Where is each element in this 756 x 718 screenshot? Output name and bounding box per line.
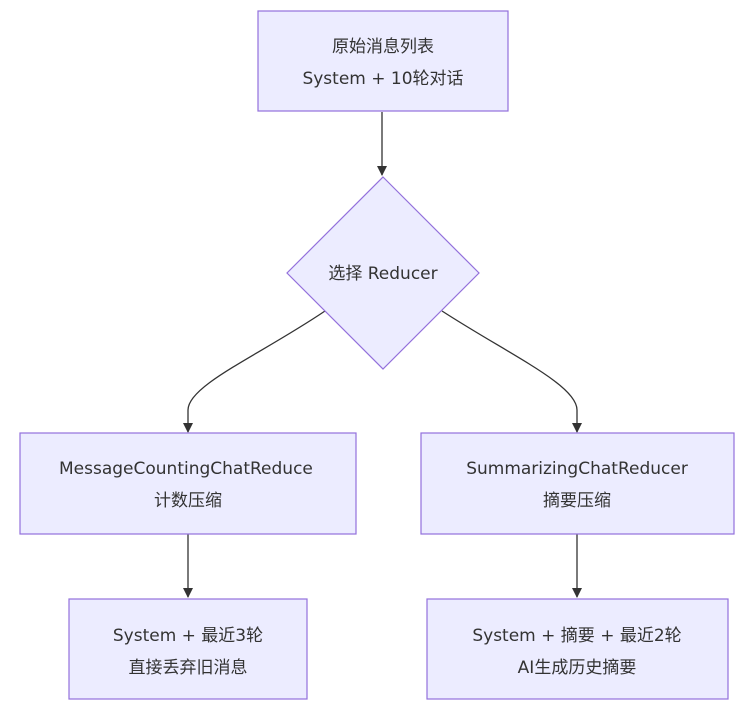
counting-reducer-subtitle: 计数压缩: [154, 491, 222, 511]
summarizing-reducer-box: [420, 432, 735, 535]
summarizing-result-title: System + 摘要 + 最近2轮: [472, 626, 681, 646]
source-node-box: [257, 10, 509, 112]
summarizing-result-subtitle: AI生成历史摘要: [518, 658, 637, 678]
decision-label: 选择 Reducer: [328, 264, 437, 284]
counting-reducer-title: MessageCountingChatReduce: [59, 459, 313, 479]
summarizing-result-node: System + 摘要 + 最近2轮 AI生成历史摘要: [426, 598, 729, 700]
summarizing-result-box: [426, 598, 729, 700]
counting-result-node: System + 最近3轮 直接丢弃旧消息: [68, 598, 308, 700]
counting-result-subtitle: 直接丢弃旧消息: [129, 658, 248, 678]
counting-result-box: [68, 598, 308, 700]
source-node: 原始消息列表 System + 10轮对话: [257, 10, 509, 112]
decision-node: 选择 Reducer: [286, 176, 480, 370]
summarizing-reducer-subtitle: 摘要压缩: [543, 491, 611, 511]
edge-decision-to-summarizing: [441, 310, 582, 433]
counting-result-title: System + 最近3轮: [113, 626, 263, 646]
summarizing-reducer-title: SummarizingChatReducer: [466, 459, 688, 479]
counting-reducer-box: [19, 432, 357, 535]
source-node-subtitle: System + 10轮对话: [302, 69, 463, 89]
counting-reducer-node: MessageCountingChatReduce 计数压缩: [19, 432, 357, 535]
summarizing-reducer-node: SummarizingChatReducer 摘要压缩: [420, 432, 735, 535]
edge-decision-to-counting: [183, 310, 326, 433]
decision-diamond: [286, 176, 480, 370]
source-node-title: 原始消息列表: [332, 37, 434, 57]
